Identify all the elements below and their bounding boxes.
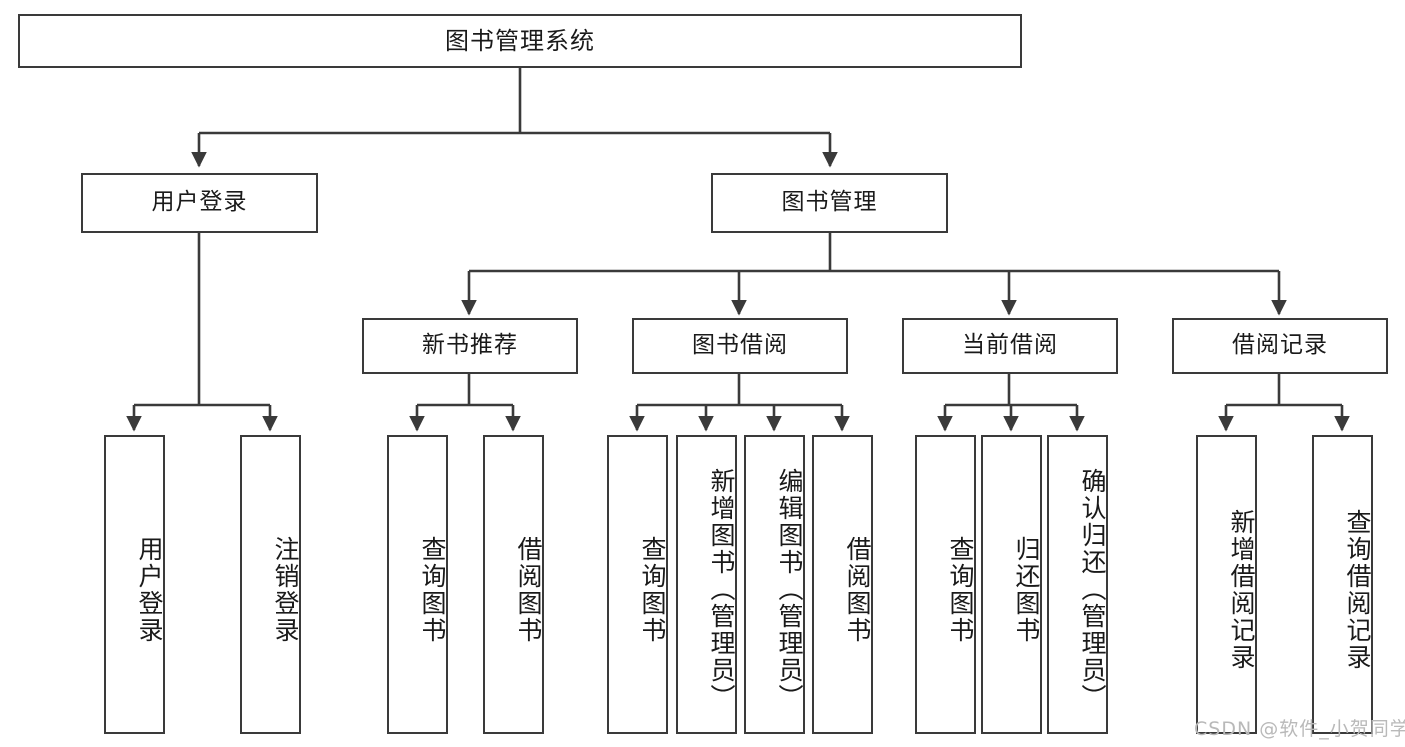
- node-leaf-add-record[interactable]: 新增借阅记录: [1196, 435, 1257, 734]
- node-leaf-user-login[interactable]: 用户登录: [104, 435, 165, 734]
- node-leaf-add-record-label: 新增借阅记录: [1227, 508, 1256, 671]
- node-borrow-record[interactable]: 借阅记录: [1172, 318, 1388, 374]
- node-leaf-query-book-3-label: 查询图书: [946, 535, 975, 644]
- node-leaf-return-book[interactable]: 归还图书: [981, 435, 1042, 734]
- node-leaf-query-book-1-label: 查询图书: [418, 535, 447, 644]
- node-leaf-edit-book-label: 编辑图书（管理员）: [775, 468, 804, 711]
- node-leaf-query-record[interactable]: 查询借阅记录: [1312, 435, 1373, 734]
- node-root-system[interactable]: 图书管理系统: [18, 14, 1022, 68]
- node-user-login[interactable]: 用户登录: [81, 173, 318, 233]
- node-book-manage[interactable]: 图书管理: [711, 173, 948, 233]
- node-leaf-edit-book[interactable]: 编辑图书（管理员）: [744, 435, 805, 734]
- node-book-borrow[interactable]: 图书借阅: [632, 318, 848, 374]
- csdn-watermark: CSDN @软件_小贺同学: [1194, 718, 1405, 740]
- node-leaf-query-book-2-label: 查询图书: [638, 535, 667, 644]
- node-leaf-query-record-label: 查询借阅记录: [1343, 508, 1372, 671]
- node-leaf-user-logout-label: 注销登录: [271, 535, 300, 644]
- node-leaf-query-book-3[interactable]: 查询图书: [915, 435, 976, 734]
- node-leaf-user-login-label: 用户登录: [135, 535, 164, 644]
- node-current-borrow[interactable]: 当前借阅: [902, 318, 1118, 374]
- node-leaf-borrow-book-1[interactable]: 借阅图书: [483, 435, 544, 734]
- node-leaf-add-book[interactable]: 新增图书（管理员）: [676, 435, 737, 734]
- node-new-book-recommend[interactable]: 新书推荐: [362, 318, 578, 374]
- node-leaf-query-book-2[interactable]: 查询图书: [607, 435, 668, 734]
- node-leaf-query-book-1[interactable]: 查询图书: [387, 435, 448, 734]
- node-leaf-borrow-book-2[interactable]: 借阅图书: [812, 435, 873, 734]
- node-leaf-user-logout[interactable]: 注销登录: [240, 435, 301, 734]
- node-leaf-confirm-return[interactable]: 确认归还（管理员）: [1047, 435, 1108, 734]
- node-leaf-return-book-label: 归还图书: [1012, 535, 1041, 644]
- node-leaf-confirm-return-label: 确认归还（管理员）: [1078, 468, 1107, 711]
- node-leaf-borrow-book-1-label: 借阅图书: [514, 535, 543, 644]
- node-leaf-borrow-book-2-label: 借阅图书: [843, 535, 872, 644]
- node-leaf-add-book-label: 新增图书（管理员）: [707, 468, 736, 711]
